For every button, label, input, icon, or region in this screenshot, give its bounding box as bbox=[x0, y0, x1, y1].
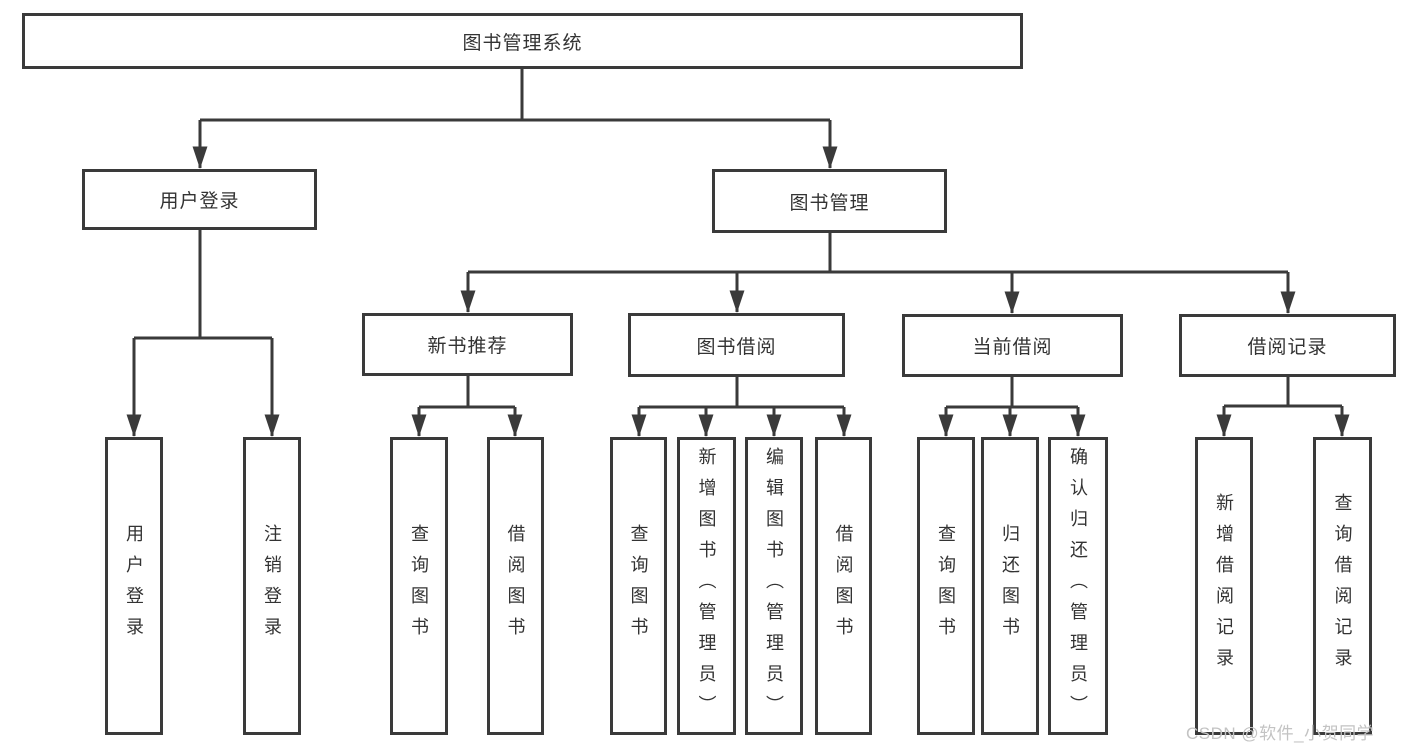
leaf-query-borrow-record: 查询借阅记录 bbox=[1313, 437, 1372, 735]
node-book-borrow: 图书借阅 bbox=[628, 313, 845, 377]
leaf-label: 查询图书 bbox=[409, 524, 429, 648]
connector-bookmgmt-to-level3 bbox=[460, 233, 1296, 314]
leaf-label: 编辑图书（管理员） bbox=[764, 446, 784, 726]
leaf-user-login: 用户登录 bbox=[105, 437, 163, 735]
node-new-book-recommend: 新书推荐 bbox=[362, 313, 573, 376]
leaf-query-books-1: 查询图书 bbox=[390, 437, 448, 735]
leaf-query-books-2: 查询图书 bbox=[610, 437, 667, 735]
leaf-label: 新增借阅记录 bbox=[1214, 493, 1234, 679]
leaf-edit-book-admin: 编辑图书（管理员） bbox=[745, 437, 803, 735]
leaf-label: 注销登录 bbox=[262, 524, 282, 648]
node-book-management: 图书管理 bbox=[712, 169, 947, 233]
node-user-login: 用户登录 bbox=[82, 169, 317, 230]
connector-borrowrecords-children bbox=[1216, 377, 1350, 437]
node-current-borrow: 当前借阅 bbox=[902, 314, 1123, 377]
leaf-add-book-admin: 新增图书（管理员） bbox=[677, 437, 736, 735]
csdn-watermark: CSDN @软件_小贺同学 bbox=[1186, 724, 1375, 743]
leaf-label: 用户登录 bbox=[124, 524, 144, 648]
leaf-label: 确认归还（管理员） bbox=[1068, 446, 1088, 726]
leaf-query-books-3: 查询图书 bbox=[917, 437, 975, 735]
leaf-borrow-books-2: 借阅图书 bbox=[815, 437, 872, 735]
leaf-label: 查询图书 bbox=[936, 524, 956, 648]
connector-newbook-children bbox=[411, 376, 523, 437]
connector-currentborrow-children bbox=[938, 377, 1086, 437]
leaf-label: 借阅图书 bbox=[505, 524, 526, 648]
connector-userlogin-children bbox=[126, 230, 280, 437]
leaf-label: 归还图书 bbox=[1000, 524, 1020, 648]
leaf-label: 查询图书 bbox=[628, 524, 649, 648]
leaf-return-book: 归还图书 bbox=[981, 437, 1039, 735]
node-borrow-records: 借阅记录 bbox=[1179, 314, 1396, 377]
leaf-borrow-books-1: 借阅图书 bbox=[487, 437, 544, 735]
leaf-label: 查询借阅记录 bbox=[1332, 493, 1353, 679]
connector-root-to-level2 bbox=[192, 69, 838, 169]
node-root-system: 图书管理系统 bbox=[22, 13, 1023, 69]
leaf-confirm-return-admin: 确认归还（管理员） bbox=[1048, 437, 1108, 735]
leaf-label: 新增图书（管理员） bbox=[696, 446, 717, 726]
leaf-label: 借阅图书 bbox=[833, 524, 854, 648]
leaf-add-borrow-record: 新增借阅记录 bbox=[1195, 437, 1253, 735]
leaf-logout: 注销登录 bbox=[243, 437, 301, 735]
connector-bookborrow-children bbox=[631, 377, 852, 437]
